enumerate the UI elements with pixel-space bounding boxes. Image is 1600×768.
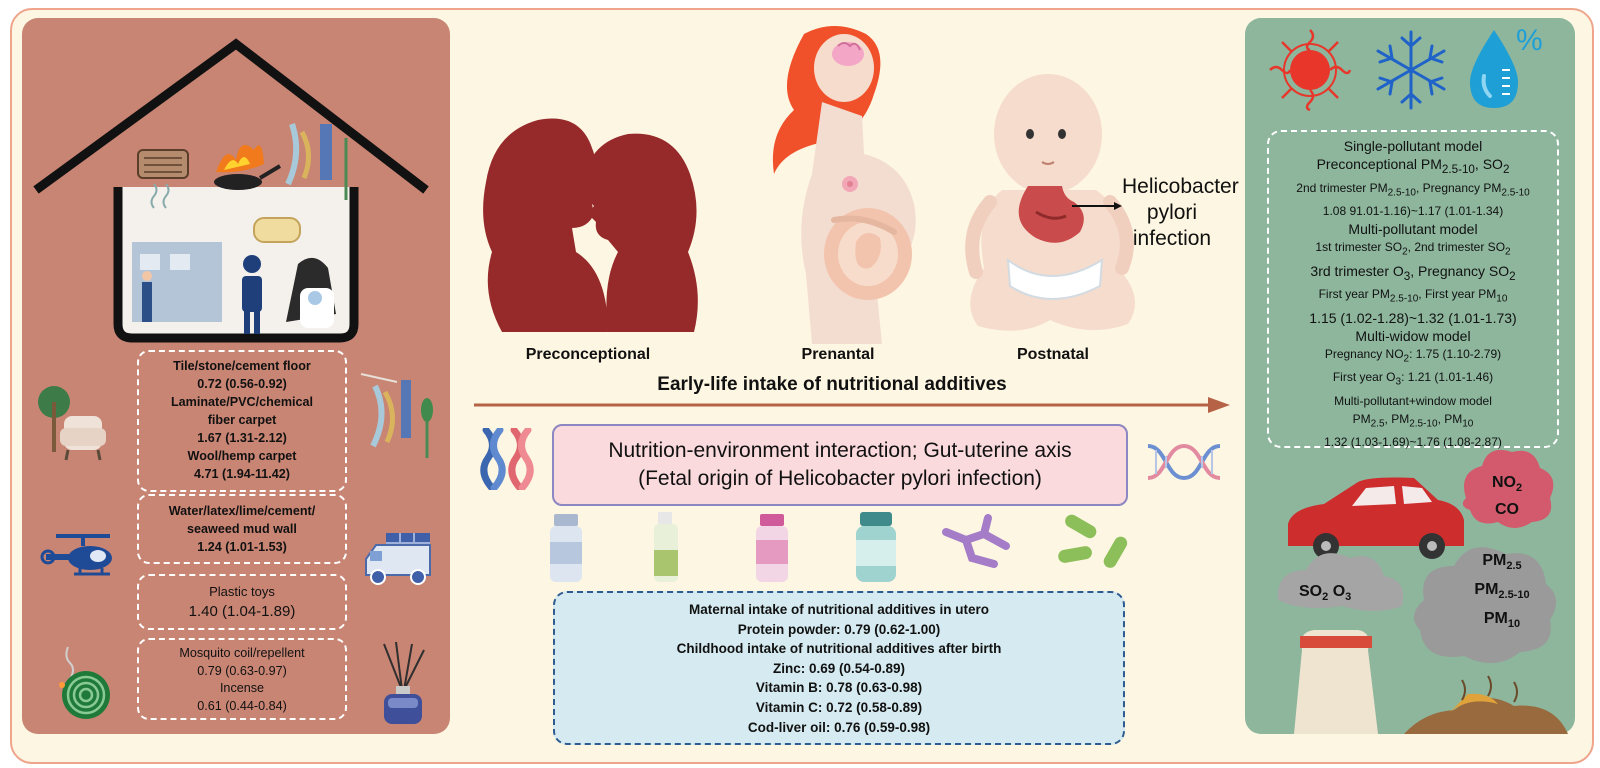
so2-o3-label: SO2 O3 — [1299, 583, 1352, 604]
single-pollutant-value: 1.08 91.01-1.16)~1.17 (1.01-1.34) — [1322, 204, 1504, 219]
nutrition-line: Vitamin C: 0.72 (0.58-0.89) — [755, 699, 923, 715]
flooring-line: Laminate/PVC/chemical — [170, 395, 314, 409]
frying-pan-fire-icon — [214, 144, 282, 190]
flooring-line: 1.67 (1.31-2.12) — [197, 431, 287, 445]
bacteria-chain-icon — [942, 514, 1010, 568]
trimester-so2-line: 1st trimester SO2, 2nd trimester SO2 — [1315, 240, 1511, 258]
stage-prenatal: Prenantal — [801, 346, 875, 363]
stage-postnatal: Postnatal — [1016, 346, 1089, 363]
baby-illustration — [965, 74, 1136, 331]
sun-heat-icon — [1269, 29, 1352, 112]
hp-label-line: infection — [1132, 227, 1212, 250]
window-curtain-icon — [285, 123, 348, 200]
helicopter-icon — [40, 534, 112, 576]
mosquito-incense-box: Mosquito coil/repellent 0.79 (0.63-0.97)… — [137, 638, 347, 720]
pm-cloud-label: PM2.5 PM2.5-10 PM10 — [1474, 552, 1530, 631]
dna-icon — [1147, 443, 1221, 481]
timeline-arrow — [474, 397, 1230, 413]
supplement-bottle-icon — [756, 514, 788, 582]
stage-preconceptional: Preconceptional — [525, 346, 651, 363]
first-year-o3-line: First year O3: 1.21 (1.01-1.46) — [1332, 370, 1494, 388]
flooring-line: Wool/hemp carpet — [187, 449, 297, 463]
reed-diffuser-icon — [383, 641, 425, 724]
wall-line: Water/latex/lime/cement/ — [168, 504, 316, 518]
mosquito-coil-icon — [59, 646, 110, 719]
multi-pollutant-value: 1.15 (1.02-1.28)~1.32 (1.01-1.73) — [1309, 309, 1517, 326]
interaction-box: Nutrition-environment interaction; Gut-u… — [552, 424, 1128, 506]
interaction-line: (Fetal origin of Helicobacter pylori inf… — [638, 467, 1042, 490]
flooring-line: 0.72 (0.56-0.92) — [197, 377, 287, 391]
timeline-title: Early-life intake of nutritional additiv… — [657, 374, 1007, 395]
second-trimester-line: 2nd trimester PM2.5-10, Pregnancy PM2.5-… — [1296, 180, 1530, 199]
plastic-toys-value: 1.40 (1.04-1.89) — [188, 603, 296, 620]
supplements-row — [550, 512, 1128, 582]
coil-line: Incense — [219, 681, 265, 695]
wall-box: Water/latex/lime/cement/ seaweed mud wal… — [137, 494, 347, 564]
combo-value: 1.32 (1.03-1.69)~1.76 (1.08-2.87) — [1324, 434, 1502, 449]
nutrition-line: Zinc: 0.69 (0.54-0.89) — [772, 660, 906, 676]
preconceptional-line: Preconceptional PM2.5-10, SO2 — [1316, 156, 1510, 176]
soap-icon — [253, 217, 301, 243]
first-year-line: First year PM2.5-10, First year PM10 — [1318, 287, 1508, 305]
coil-line: 0.61 (0.44-0.84) — [197, 698, 287, 713]
hp-label-line: Helicobacter — [1122, 175, 1239, 198]
pregnant-woman-illustration — [772, 26, 916, 344]
nutrition-results-box: Maternal intake of nutritional additives… — [553, 591, 1125, 745]
plastic-toys-box: Plastic toys 1.40 (1.04-1.89) — [137, 574, 347, 630]
wall-line: seaweed mud wall — [187, 522, 297, 536]
hp-label-line: pylori — [1146, 201, 1198, 224]
interaction-line: Nutrition-environment interaction; Gut-u… — [608, 439, 1072, 462]
nutrition-line: Vitamin B: 0.78 (0.63-0.98) — [755, 680, 923, 696]
nutrition-line: Protein powder: 0.79 (0.62-1.00) — [737, 621, 941, 637]
flooring-line: fiber carpet — [207, 413, 277, 427]
pollution-results-box: Single-pollutant model Preconceptional P… — [1267, 130, 1559, 449]
multi-pollutant-title: Multi-pollutant model — [1348, 221, 1478, 238]
couple-silhouette — [483, 118, 698, 332]
car-exhaust-illustration — [1288, 449, 1554, 559]
air-conditioner-icon — [137, 149, 189, 209]
coil-line: Mosquito coil/repellent — [179, 646, 305, 660]
flooring-box: Tile/stone/cement floor 0.72 (0.56-0.92)… — [137, 350, 347, 492]
armchair-icon — [38, 386, 106, 461]
diagram-frame: Tile/stone/cement floor 0.72 (0.56-0.92)… — [10, 8, 1594, 764]
plastic-toys-label: Plastic toys — [209, 584, 275, 599]
multi-window-title: Multi-widow model — [1355, 327, 1471, 344]
window-curtain-icon — [360, 373, 433, 458]
combo-pm-line: PM2.5, PM2.5-10, PM10 — [1352, 411, 1474, 429]
percent-symbol: % — [1516, 24, 1543, 57]
combo-title: Multi-pollutant+window model — [1334, 393, 1492, 408]
house-illustration — [33, 38, 429, 343]
supplement-bottle-icon — [654, 512, 678, 582]
snowflake-cold-icon — [1376, 30, 1446, 110]
third-trimester-line: 3rd trimester O3, Pregnancy SO2 — [1310, 262, 1516, 283]
single-pollutant-title: Single-pollutant model — [1343, 138, 1483, 154]
nutrition-line: Cod-liver oil: 0.76 (0.59-0.98) — [747, 719, 931, 735]
humidity-drop-icon — [1470, 30, 1518, 108]
supplement-bottle-icon — [550, 514, 582, 582]
nutrition-line: Maternal intake of nutritional additives… — [688, 602, 990, 617]
pregnancy-no2-line: Pregnancy NO2: 1.75 (1.10-2.79) — [1324, 346, 1502, 365]
factory-smoke-illustration — [1277, 547, 1568, 734]
family-scene-icon — [132, 242, 336, 334]
flooring-line: 4.71 (1.94-11.42) — [194, 467, 290, 481]
supplement-bottle-icon — [856, 512, 896, 582]
nutrition-line: Childhood intake of nutritional additive… — [676, 641, 1002, 657]
delivery-truck-icon — [365, 533, 431, 585]
coil-line: 0.79 (0.63-0.97) — [197, 663, 287, 678]
chromosome-icon — [480, 428, 534, 490]
hp-infection-label: Helicobacter pylori infection — [1122, 174, 1239, 252]
household-exposure-panel — [22, 18, 450, 734]
wall-line: 1.24 (1.01-1.53) — [197, 540, 287, 554]
no2-co-cloud-label: NO2 CO — [1491, 474, 1523, 519]
probiotic-bacteria-icon — [1058, 514, 1128, 568]
flooring-line: Tile/stone/cement floor — [173, 359, 311, 373]
